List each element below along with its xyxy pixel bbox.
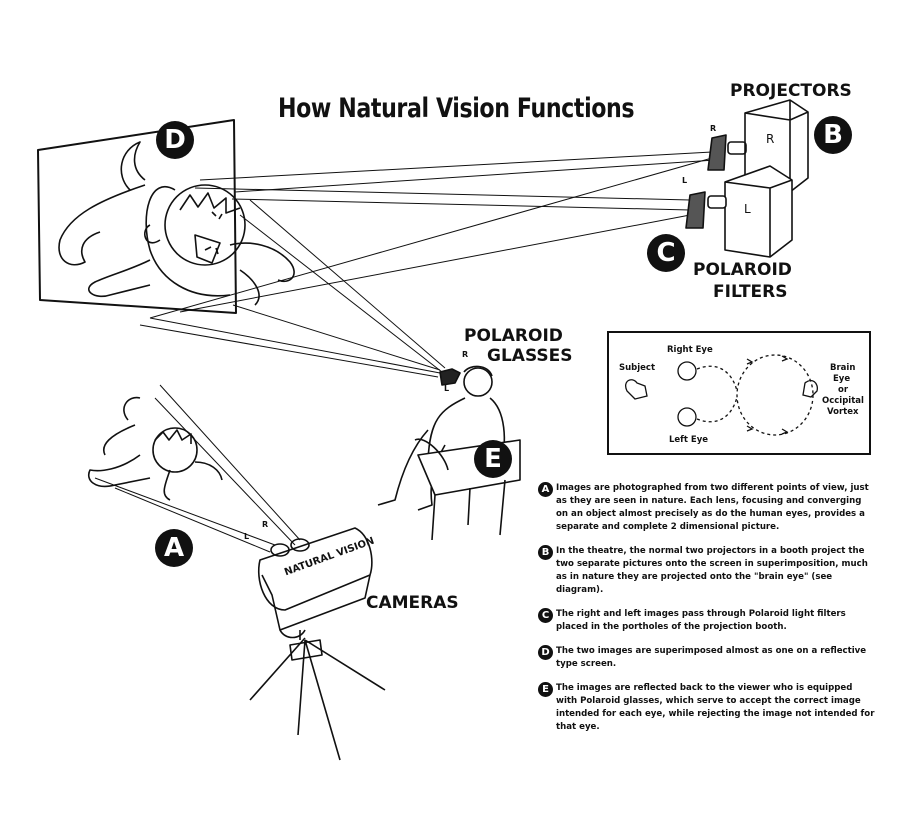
badge-a: A xyxy=(155,529,193,567)
note-b-text: In the theatre, the normal two projector… xyxy=(556,546,868,595)
inset-subject-label: Subject xyxy=(619,363,656,373)
badge-e: E xyxy=(474,440,512,478)
inset-right-eye-label: Right Eye xyxy=(667,345,713,355)
projector-l xyxy=(707,165,793,258)
label-polaroid-glasses-line2: GLASSES xyxy=(487,346,573,366)
inset-left-eye-label: Left Eye xyxy=(669,435,709,445)
note-d-badge: D xyxy=(538,645,553,660)
note-a: A Images are photographed from two diffe… xyxy=(538,482,876,534)
note-e: E The images are reflected back to the v… xyxy=(538,682,876,734)
camera-l-label: L xyxy=(244,532,250,541)
note-a-text: Images are photographed from two differe… xyxy=(556,483,869,532)
label-polaroid-filters-line1: POLAROID xyxy=(693,260,792,280)
inset-brain-label-5: Vortex xyxy=(827,407,859,417)
label-polaroid-filters-line2: FILTERS xyxy=(713,282,788,302)
inset-brain-label-1: Brain xyxy=(830,363,856,373)
camera-r-label: R xyxy=(262,520,269,529)
glasses-r-label: R xyxy=(462,350,469,359)
inset-brain-label-3: or xyxy=(838,385,849,395)
note-c-badge: C xyxy=(538,608,553,623)
note-e-text: The images are reflected back to the vie… xyxy=(556,683,875,732)
badge-d: D xyxy=(156,121,194,159)
filter-l xyxy=(685,191,706,229)
note-d: D The two images are superimposed almost… xyxy=(538,645,876,671)
note-c-text: The right and left images pass through P… xyxy=(556,609,846,632)
badge-b: B xyxy=(814,116,852,154)
glasses-l-label: L xyxy=(444,384,450,393)
brain-eye-inset: Subject Right Eye Left Eye Brain Eye or … xyxy=(607,331,871,455)
explanatory-notes: A Images are photographed from two diffe… xyxy=(538,482,876,745)
note-c: C The right and left images pass through… xyxy=(538,608,876,634)
inset-brain-label-4: Occipital xyxy=(822,396,864,406)
projector-l-small-label: L xyxy=(682,176,688,185)
camera-illustration xyxy=(249,527,386,761)
note-d-text: The two images are superimposed almost a… xyxy=(556,646,867,669)
note-e-badge: E xyxy=(538,682,553,697)
inset-brain-label-2: Eye xyxy=(833,374,851,384)
badge-c: C xyxy=(647,234,685,272)
projector-l-box-label: L xyxy=(744,202,751,216)
screen-lion-illustration xyxy=(58,141,295,306)
projector-r-box-label: R xyxy=(766,132,775,146)
note-b-badge: B xyxy=(538,545,553,560)
label-polaroid-glasses-line1: POLAROID xyxy=(464,326,563,346)
camera-lion-illustration xyxy=(88,396,223,501)
filter-r xyxy=(707,134,727,171)
projector-r-small-label: R xyxy=(710,124,717,133)
note-b: B In the theatre, the normal two project… xyxy=(538,545,876,597)
inset-artwork xyxy=(625,354,818,436)
label-projectors: PROJECTORS xyxy=(730,81,852,101)
label-cameras: CAMERAS xyxy=(366,593,459,613)
page-title: How Natural Vision Functions xyxy=(278,93,635,124)
note-a-badge: A xyxy=(538,482,553,497)
